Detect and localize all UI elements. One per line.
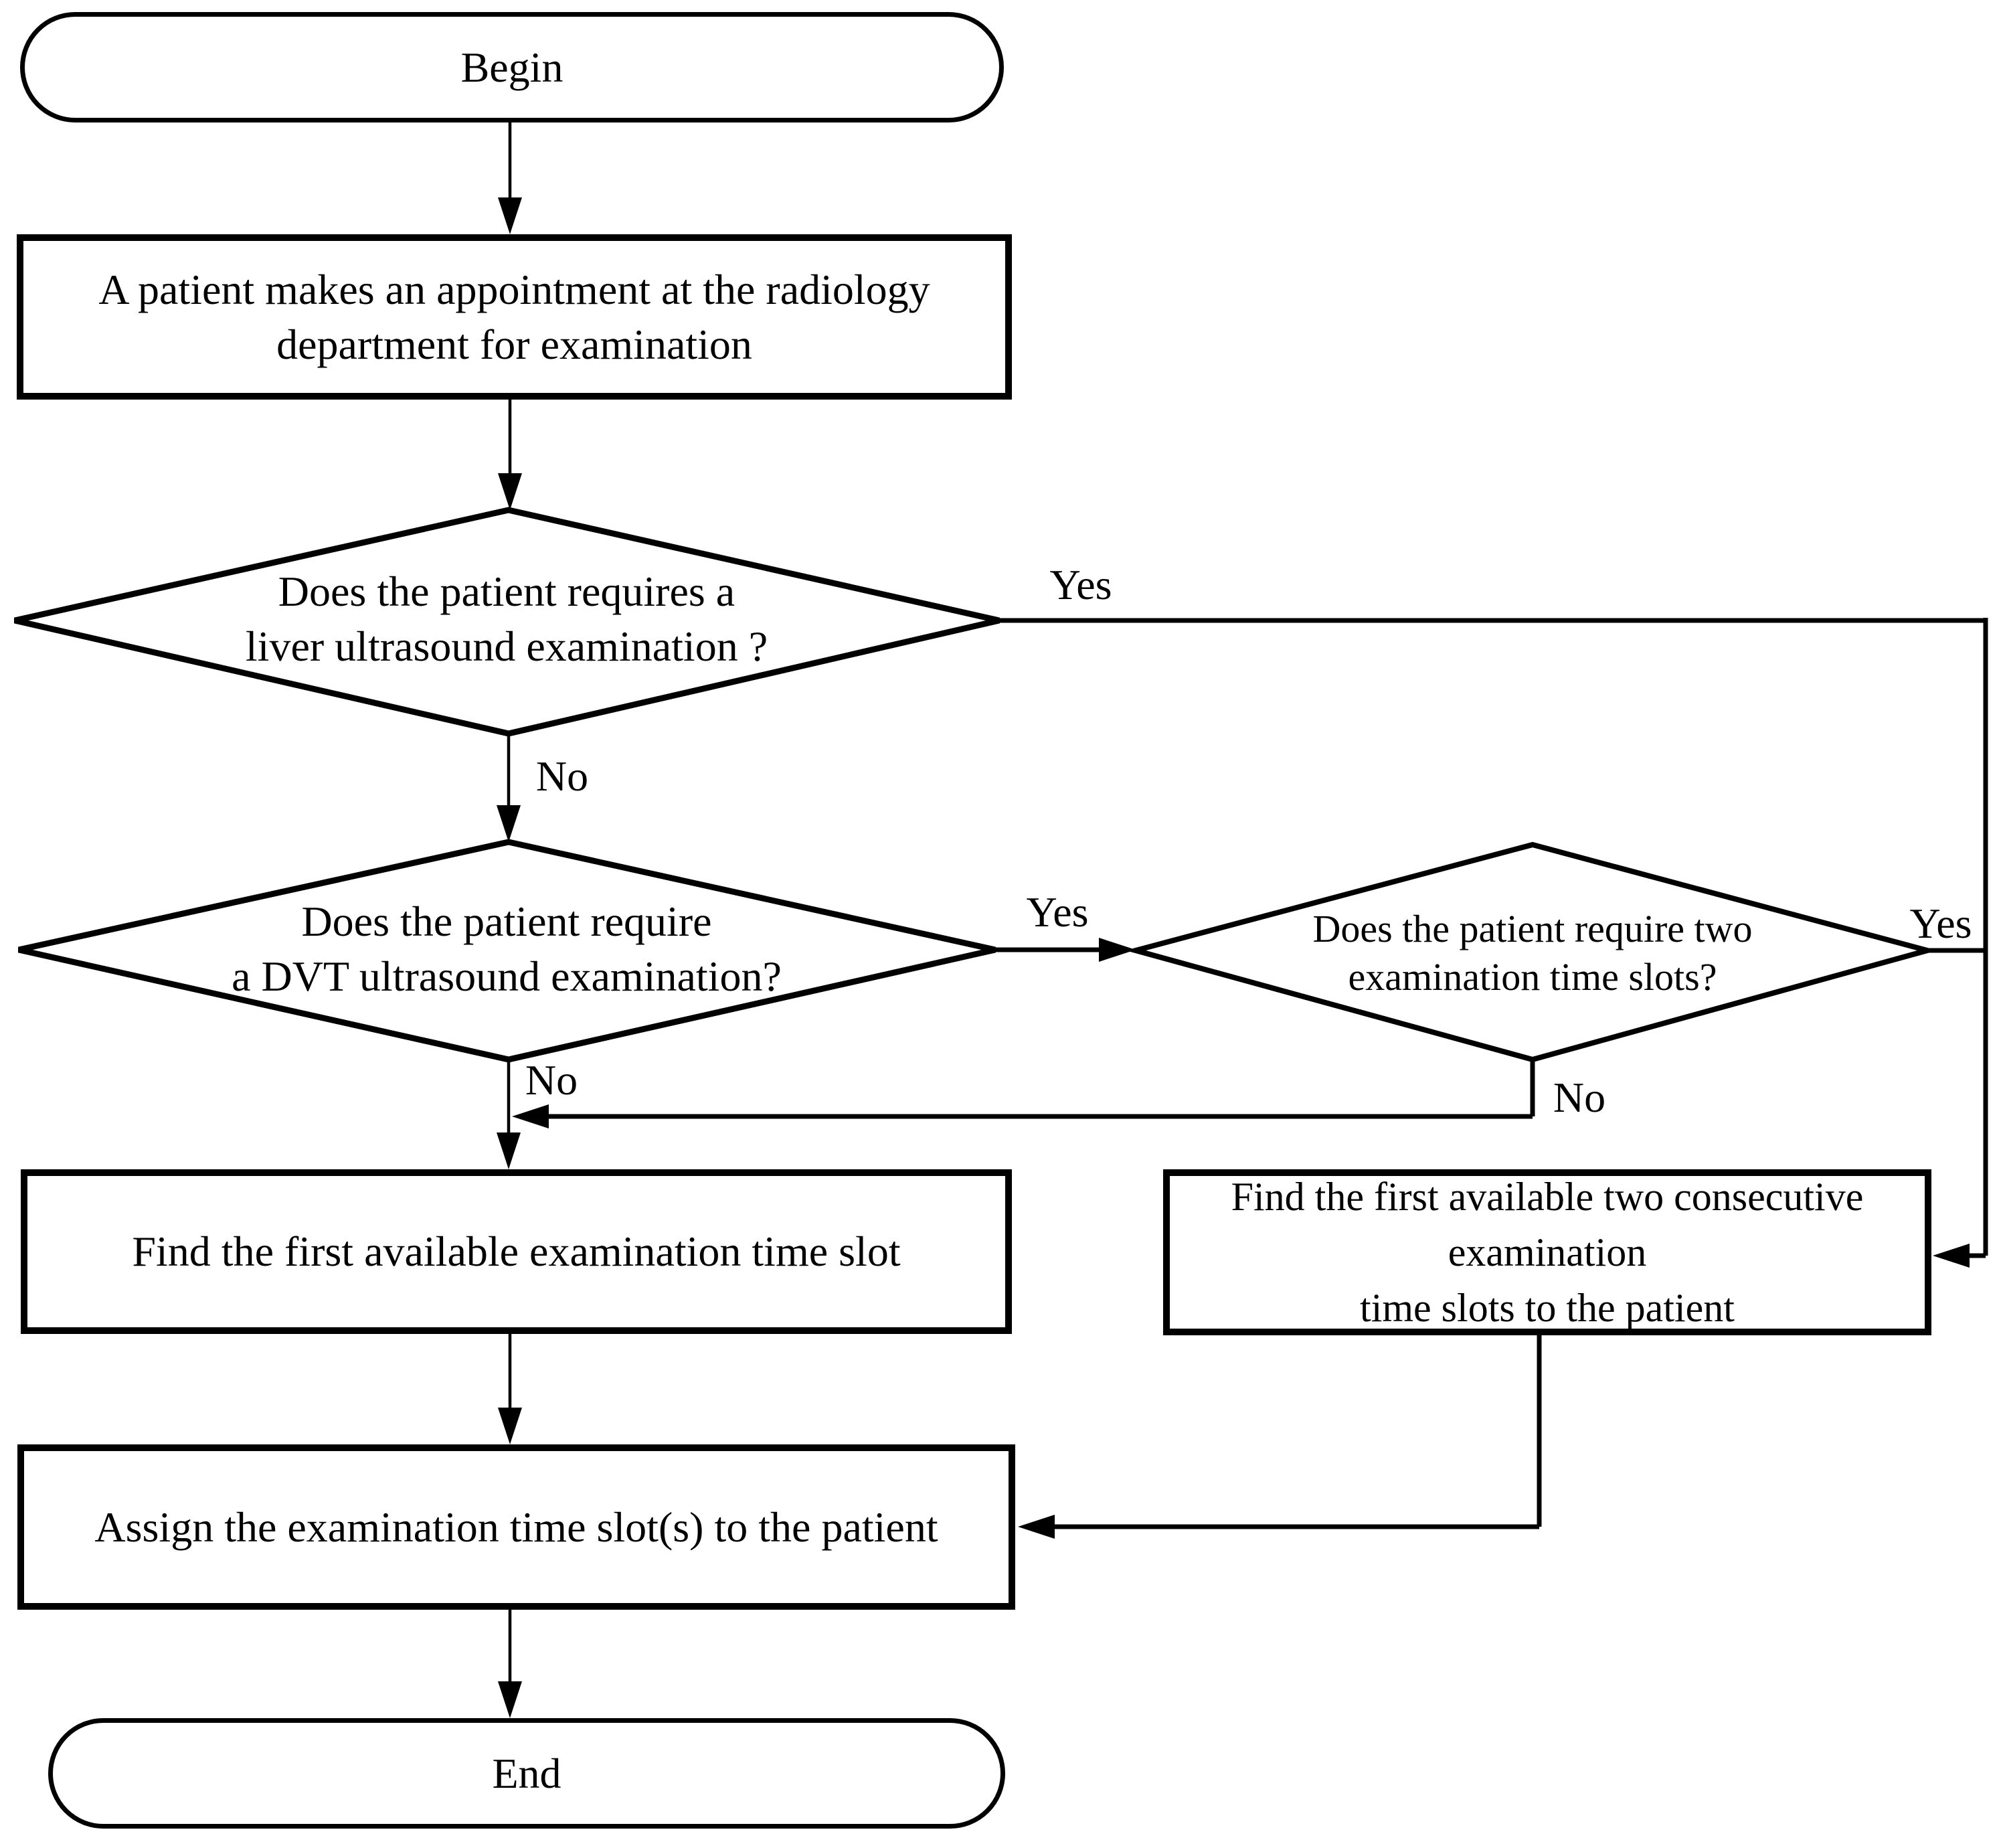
find-two-slots-process: Find the first available two consecutive… <box>1163 1169 1931 1335</box>
label-two-slots-yes: Yes <box>1909 900 1972 947</box>
arrowhead-into-end <box>498 1681 522 1718</box>
arrowhead-into-find-two <box>1933 1244 1970 1268</box>
assign-slots-label: Assign the examination time slot(s) to t… <box>94 1503 938 1551</box>
two-slots-decision-text: Does the patient require two examination… <box>1312 905 1752 1001</box>
arrowhead-into-liver-decision <box>498 473 522 510</box>
label-liver-yes: Yes <box>1049 561 1112 608</box>
dvt-decision-line: a DVT ultrasound examination? <box>232 952 782 1000</box>
arrowhead-no-merge <box>512 1104 549 1128</box>
appointment-label-line: A patient makes an appointment at the ra… <box>98 265 930 313</box>
begin-label: Begin <box>460 43 563 91</box>
label-dvt-no: No <box>525 1056 578 1104</box>
appointment-process: A patient makes an appointment at the ra… <box>17 234 1012 400</box>
label-liver-no: No <box>535 752 589 800</box>
assign-slots-process: Assign the examination time slot(s) to t… <box>17 1444 1015 1610</box>
dvt-decision-text: Does the patient require a DVT ultrasoun… <box>232 894 782 1004</box>
label-dvt-yes: Yes <box>1026 888 1089 936</box>
end-label: End <box>492 1749 561 1797</box>
dvt-decision-line: Does the patient require <box>301 898 712 945</box>
two-slots-decision-line: Does the patient require two <box>1312 907 1753 950</box>
liver-decision-line: Does the patient requires a <box>278 568 735 615</box>
find-single-slot-label: Find the first available examination tim… <box>132 1228 901 1275</box>
arrowhead-into-find-single <box>497 1132 521 1169</box>
find-two-slots-line: time slots to the patient <box>1360 1285 1735 1330</box>
arrowhead-into-appointment <box>498 197 522 234</box>
find-single-slot-process: Find the first available examination tim… <box>21 1169 1012 1334</box>
arrowhead-into-two-slots-decision <box>1099 938 1136 962</box>
arrowhead-into-assign <box>498 1408 522 1444</box>
find-two-slots-line: Find the first available two consecutive <box>1231 1174 1864 1219</box>
liver-decision-text: Does the patient requires a liver ultras… <box>246 564 768 674</box>
liver-decision-line: liver ultrasound examination ? <box>245 622 768 670</box>
appointment-label-line: department for examination <box>276 320 752 368</box>
begin-terminator: Begin <box>20 12 1004 122</box>
label-two-slots-no: No <box>1553 1074 1606 1121</box>
arrowhead-into-assign-right <box>1018 1515 1055 1539</box>
two-slots-decision-line: examination time slots? <box>1348 955 1717 999</box>
find-two-slots-line: examination <box>1448 1230 1647 1274</box>
end-terminator: End <box>48 1718 1005 1829</box>
arrowhead-into-dvt-decision <box>497 805 521 842</box>
